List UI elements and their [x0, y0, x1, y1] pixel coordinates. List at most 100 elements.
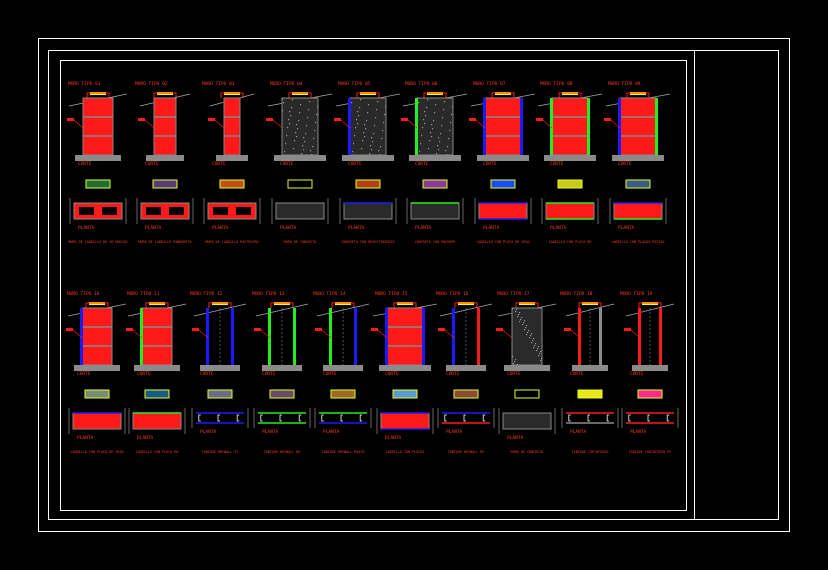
hatch-swatch [557, 179, 583, 189]
aggregate-dot [352, 151, 354, 153]
section-label: CORTE [77, 371, 91, 377]
stud-profile [198, 414, 201, 422]
aggregate-dot [531, 333, 533, 335]
note-tag [315, 328, 322, 331]
brick-hollow [79, 207, 94, 215]
leader-line [73, 119, 84, 129]
dimension-line [454, 302, 478, 308]
aggregate-dot [532, 340, 534, 342]
concrete-section [511, 307, 543, 366]
aggregate-dot [353, 143, 355, 145]
hatch-swatch [453, 389, 479, 399]
aggregate-dot [517, 316, 519, 318]
aggregate-dot [540, 360, 542, 362]
aggregate-dot [419, 151, 421, 153]
note-tag [334, 118, 341, 121]
aggregate-dot [375, 117, 377, 119]
stud-profile [628, 414, 631, 422]
stud-profile [647, 414, 650, 422]
footing [477, 155, 529, 161]
brick-hollow [146, 207, 161, 215]
aggregate-dot [296, 124, 298, 126]
stud-profile [444, 414, 447, 422]
aggregate-dot [300, 104, 302, 106]
note-tag [438, 328, 445, 331]
footing [323, 365, 363, 371]
hatch-swatch [577, 389, 603, 399]
aggregate-dot [378, 150, 380, 152]
wall-caption: TABIQUE DRYWALL ST [202, 450, 239, 454]
wall-title: MURO TIPO 03 [202, 81, 235, 87]
footing [200, 365, 240, 371]
aggregate-dot [292, 99, 294, 101]
aggregate-dot [355, 127, 357, 129]
wall-title: MURO TIPO 14 [313, 291, 346, 297]
aggregate-dot [420, 143, 422, 145]
brick-section [223, 97, 241, 156]
board-left [348, 98, 351, 155]
aggregate-dot [371, 149, 373, 151]
note-tag [126, 328, 133, 331]
wall-caption: CONCRETO CON REVESTIMIENTO [341, 240, 394, 244]
outer-border [38, 38, 790, 532]
note-tag [254, 328, 261, 331]
aggregate-dot [434, 112, 436, 114]
plan-label: PLANTA [446, 429, 463, 435]
note-tag [624, 328, 631, 331]
aggregate-dot [294, 140, 296, 142]
section-label: CORTE [212, 161, 226, 167]
plan-outline [442, 413, 490, 423]
section-label: CORTE [323, 371, 337, 377]
plan-label: PLANTA [212, 225, 229, 231]
aggregate-dot [298, 120, 300, 122]
plan-outline [258, 413, 306, 423]
plan-label: PLANTA [280, 225, 297, 231]
aggregate-dot [540, 351, 542, 353]
wall-caption: LADRILLO CON PLACA RH [136, 450, 179, 454]
aggregate-dot [289, 111, 291, 113]
aggregate-dot [302, 145, 304, 147]
dimension-line [356, 92, 380, 98]
plan-section [275, 202, 325, 220]
plan-label: PLANTA [630, 429, 647, 435]
board-left [638, 308, 641, 365]
section-label: CORTE [78, 161, 92, 167]
section-label: CORTE [348, 161, 362, 167]
dimension-line [578, 302, 602, 308]
aggregate-dot [290, 115, 292, 117]
board-right [599, 308, 602, 365]
aggregate-dot [364, 124, 366, 126]
board-right [520, 98, 523, 155]
aggregate-dot [512, 308, 514, 310]
drawing-frame [60, 60, 687, 511]
aggregate-dot [515, 359, 517, 361]
aggregate-dot [317, 106, 319, 108]
hatch-swatch [392, 389, 418, 399]
board-left [550, 98, 553, 155]
stud-profile [463, 414, 466, 422]
plan-section [132, 412, 182, 430]
aggregate-dot [303, 149, 305, 151]
aggregate-dot [433, 120, 435, 122]
brick-hollow [169, 207, 184, 215]
note-tag [564, 328, 571, 331]
plan-section [410, 202, 460, 220]
footing [632, 365, 668, 371]
note-tag [469, 118, 476, 121]
aggregate-dot [431, 124, 433, 126]
plan-label: PLANTA [385, 435, 402, 441]
brick-hollow [236, 207, 251, 215]
aggregate-dot [287, 127, 289, 129]
aggregate-dot [316, 114, 318, 116]
wall-caption: TABIQUE CORTAFUEGO RF [629, 450, 672, 454]
footing [146, 155, 184, 161]
aggregate-dot [284, 151, 286, 153]
board-left [415, 98, 418, 155]
